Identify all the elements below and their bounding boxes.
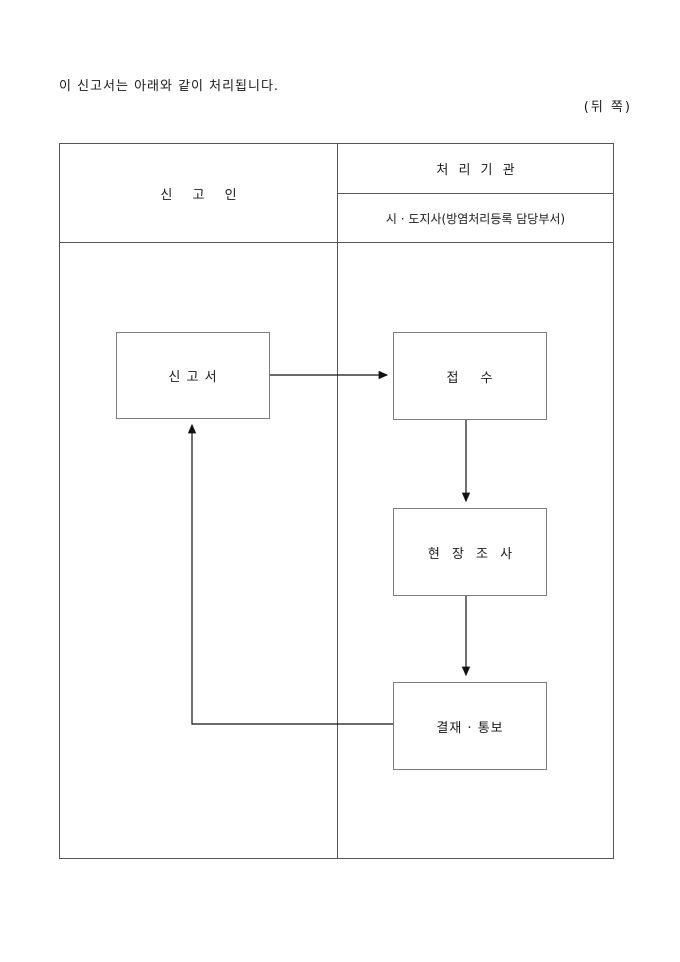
processing-table: 신 고 인 처 리 기 관 시 · 도지사(방염처리등록 담당부서) — [59, 143, 614, 859]
processing-agency-subheader: 시 · 도지사(방염처리등록 담당부서) — [385, 211, 566, 226]
flow-node-report-form: 신 고 서 — [116, 332, 270, 419]
agency-header-divider-line — [338, 193, 613, 194]
flow-node-receipt: 접 수 — [393, 332, 547, 420]
back-side-label: (뒤 쪽) — [583, 100, 632, 115]
flow-node-label: 접 수 — [446, 370, 494, 386]
flow-node-label: 신 고 서 — [168, 370, 218, 385]
flow-node-label: 현 장 조 사 — [427, 546, 517, 562]
processing-agency-header: 처 리 기 관 — [436, 163, 518, 178]
flow-node-label: 결재 · 통보 — [436, 720, 504, 736]
flow-node-site-inspection: 현 장 조 사 — [393, 508, 547, 596]
intro-text: 이 신고서는 아래와 같이 처리됩니다. — [59, 79, 280, 94]
declarant-column-header: 신 고 인 — [160, 187, 245, 203]
flow-node-approval-notification: 결재 · 통보 — [393, 682, 547, 770]
header-bottom-line — [60, 242, 613, 243]
column-divider-line — [337, 144, 338, 858]
